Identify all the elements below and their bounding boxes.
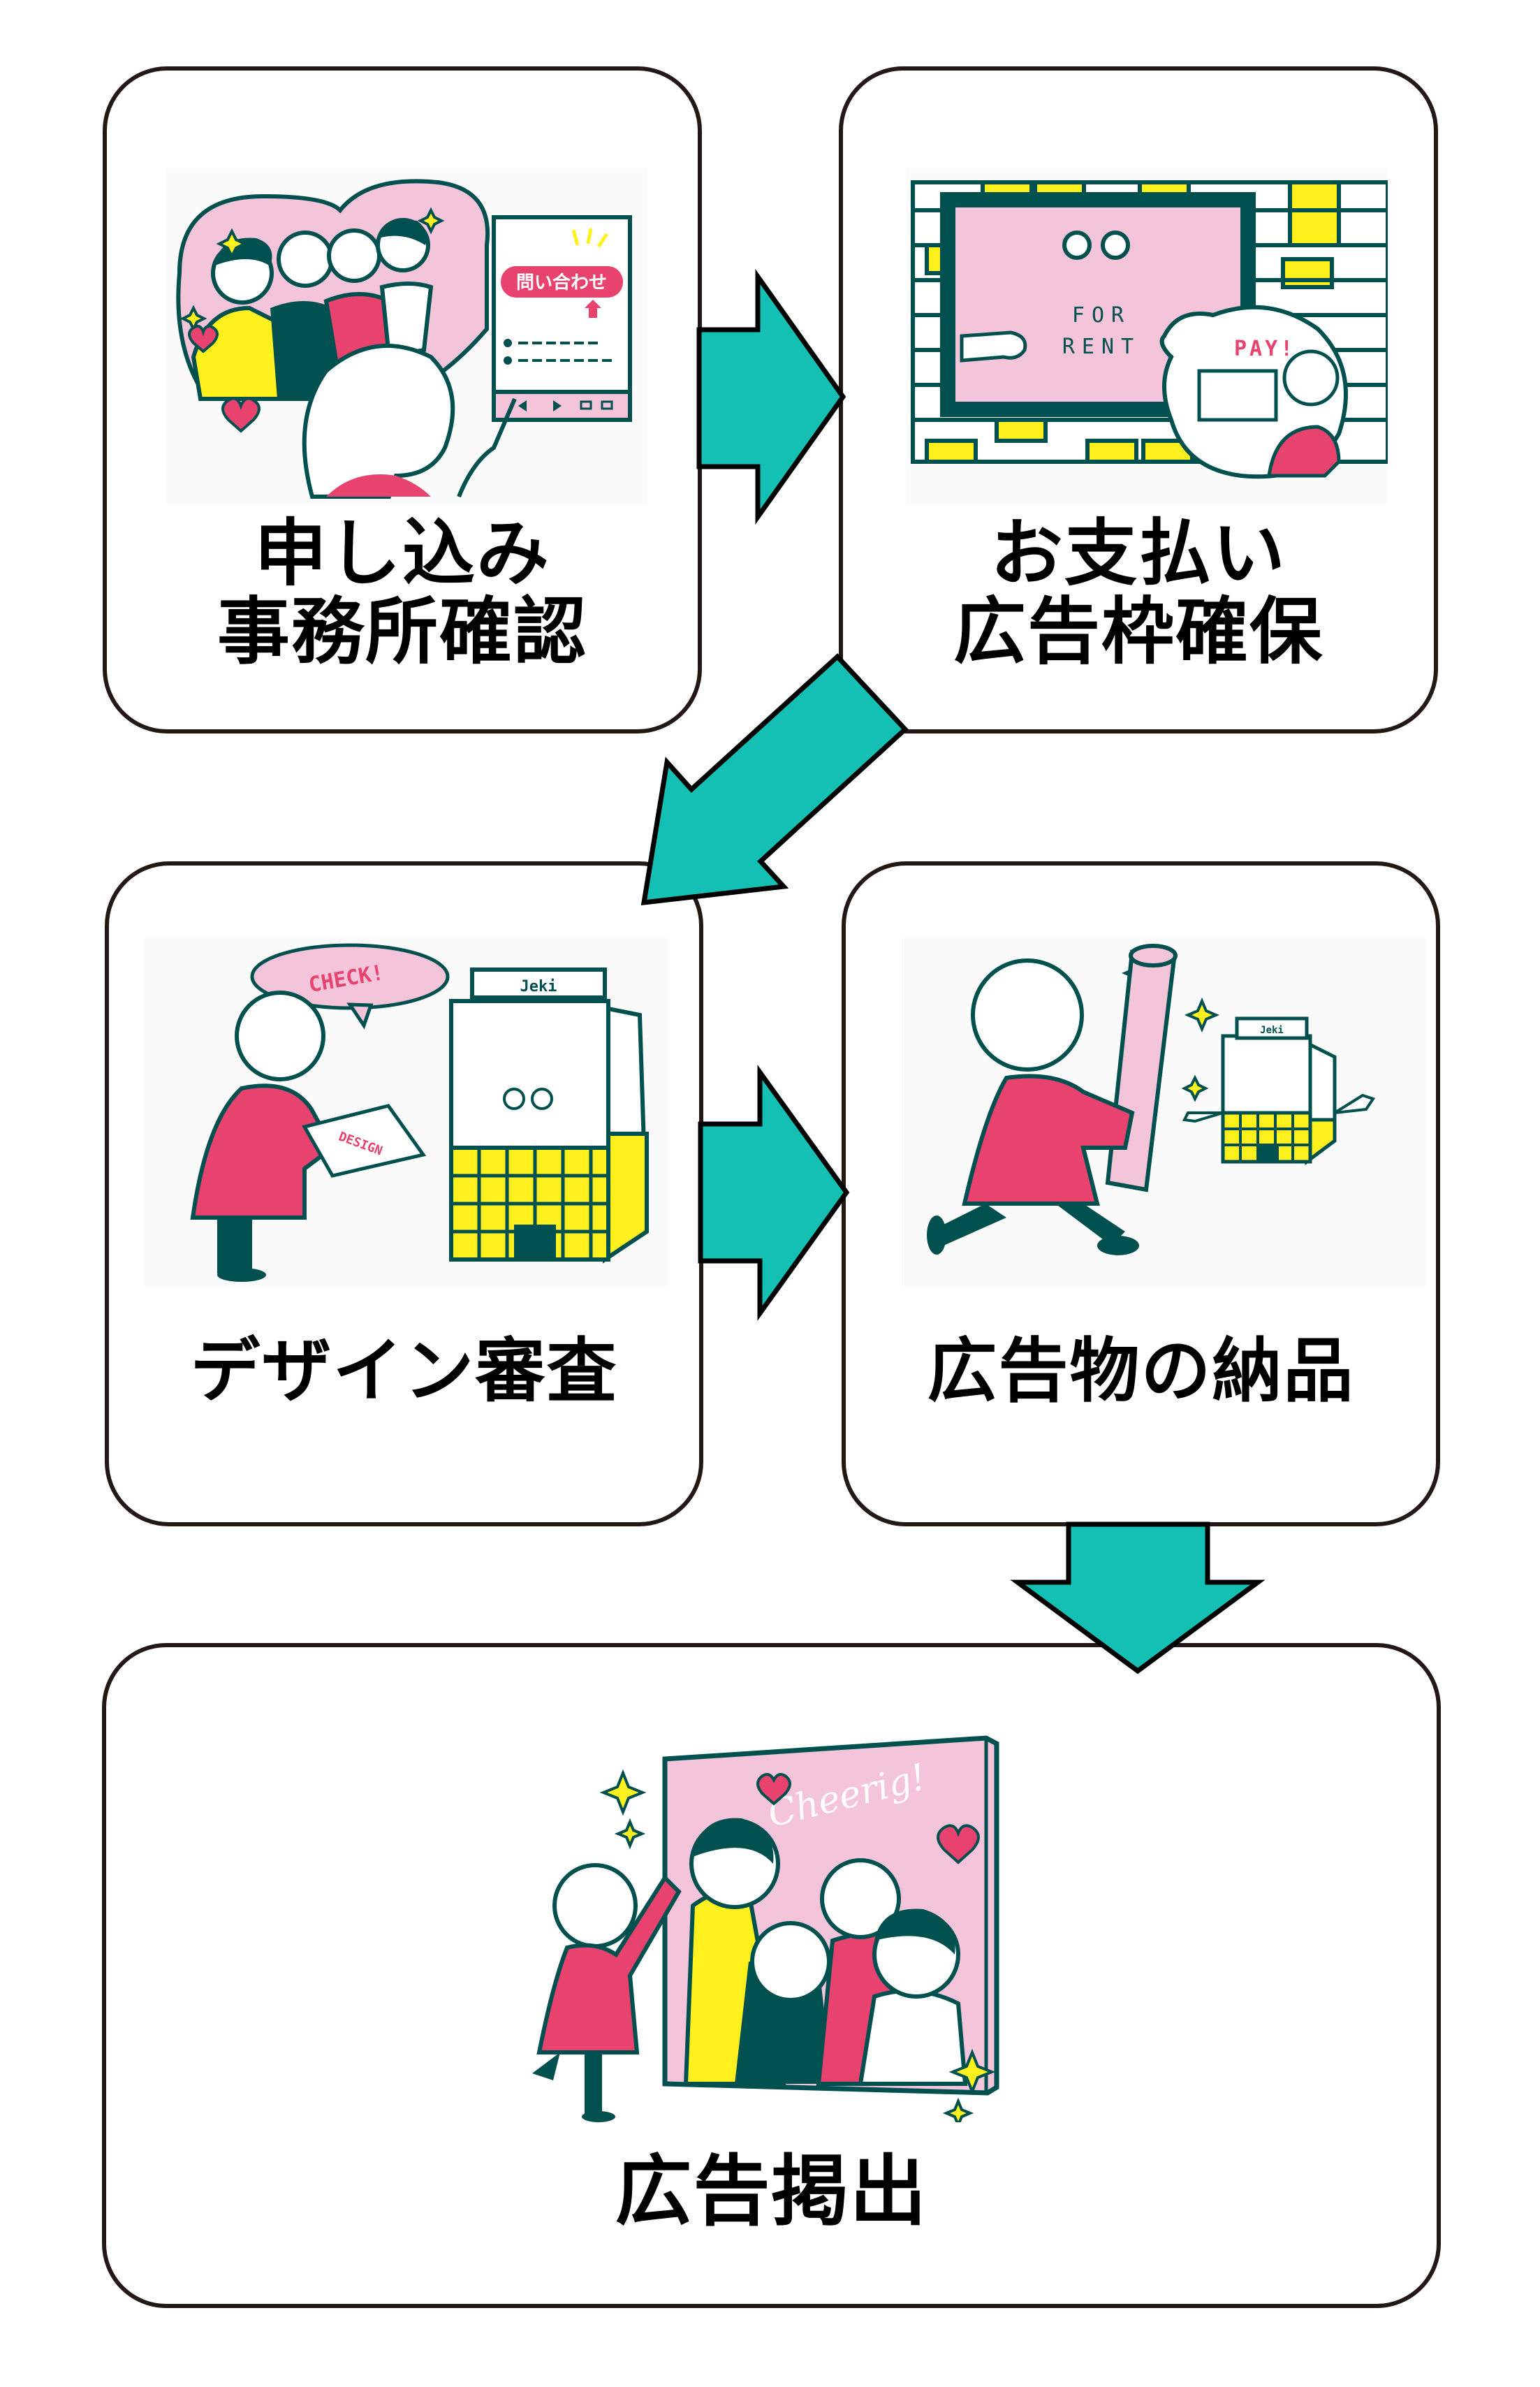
check-speech-bubble: CHECK! xyxy=(250,943,450,1030)
design-review-illustration-svg: CHECK! DESIGN Jeki xyxy=(190,943,650,1282)
billboard: Cheerig! xyxy=(662,1735,999,2096)
illustration-delivery: Jeki xyxy=(902,938,1427,1286)
illustration-inquiry: 問い合わせ xyxy=(166,168,647,504)
woman-presenter xyxy=(190,991,335,1282)
heart-icon xyxy=(937,1824,980,1864)
building-sign: Jeki xyxy=(1260,1025,1284,1036)
heart-icon xyxy=(221,397,261,433)
inquiry-button-label: 問い合わせ xyxy=(516,272,607,293)
step-title: 申し込み 事務所確認 xyxy=(107,514,698,671)
step-card-delivery: Jeki 広告物の納品 xyxy=(842,861,1440,1526)
inquiry-illustration-svg: 問い合わせ xyxy=(176,179,632,499)
payment-illustration-svg: FOR RENT PAY! xyxy=(911,180,1388,479)
step-title-line: 事務所確認 xyxy=(217,589,587,675)
delivery-illustration-svg: Jeki xyxy=(927,944,1376,1255)
phone-screen: 問い合わせ xyxy=(492,215,632,422)
illustration-design-review: CHECK! DESIGN Jeki xyxy=(144,938,669,1286)
rolled-poster xyxy=(1105,944,1178,1192)
step-card-application: 問い合わせ 申し込み 事務所確認 xyxy=(103,66,702,733)
step-card-payment: FOR RENT PAY! お支払い 広告枠確保 xyxy=(839,66,1438,733)
step-title-line: 広告枠確保 xyxy=(953,589,1323,675)
heart-icon xyxy=(188,325,219,353)
step-title-line: 申し込み xyxy=(254,511,550,596)
building-sign: Jeki xyxy=(520,978,557,995)
step-title-line: デザイン審査 xyxy=(190,1330,618,1412)
hand-icon xyxy=(960,330,1027,363)
for-rent-line-1: FOR xyxy=(1072,303,1131,328)
step-title: 広告掲出 xyxy=(106,2150,1437,2233)
step-title: デザイン審査 xyxy=(109,1334,699,1409)
step-title-line: お支払い xyxy=(990,511,1286,596)
ad-posting-illustration-svg: Cheerig! xyxy=(532,1735,999,2122)
credit-card-icon xyxy=(1197,369,1278,422)
illustration-ad-posting: Cheerig! xyxy=(455,1731,1084,2122)
step-card-design-review: CHECK! DESIGN Jeki xyxy=(105,861,703,1526)
step-title-line: 広告掲出 xyxy=(615,2147,928,2236)
for-rent-line-2: RENT xyxy=(1062,335,1141,359)
design-paper: DESIGN xyxy=(302,1104,427,1178)
payment-bubble: PAY! xyxy=(1159,305,1348,479)
billboard-face xyxy=(1062,231,1130,260)
step-card-ad-posting: Cheerig! xyxy=(102,1643,1441,2308)
heart-icon xyxy=(756,1773,791,1806)
step-title-line: 広告物の納品 xyxy=(927,1330,1355,1412)
pay-text: PAY! xyxy=(1234,337,1296,361)
sparkle-icons xyxy=(599,1769,996,2122)
step-title: お支払い 広告枠確保 xyxy=(843,514,1434,671)
illustration-payment: FOR RENT PAY! xyxy=(906,168,1388,504)
arrow-right-step3-to-step4 xyxy=(698,1065,850,1321)
arrow-right-step1-to-step2 xyxy=(696,269,846,525)
running-woman xyxy=(927,958,1139,1255)
woman-viewer xyxy=(302,344,517,499)
building-character: Jeki xyxy=(1182,1016,1376,1165)
cheering-fan xyxy=(532,1863,682,2122)
step-title: 広告物の納品 xyxy=(846,1334,1436,1409)
building-character: Jeki xyxy=(449,968,650,1264)
